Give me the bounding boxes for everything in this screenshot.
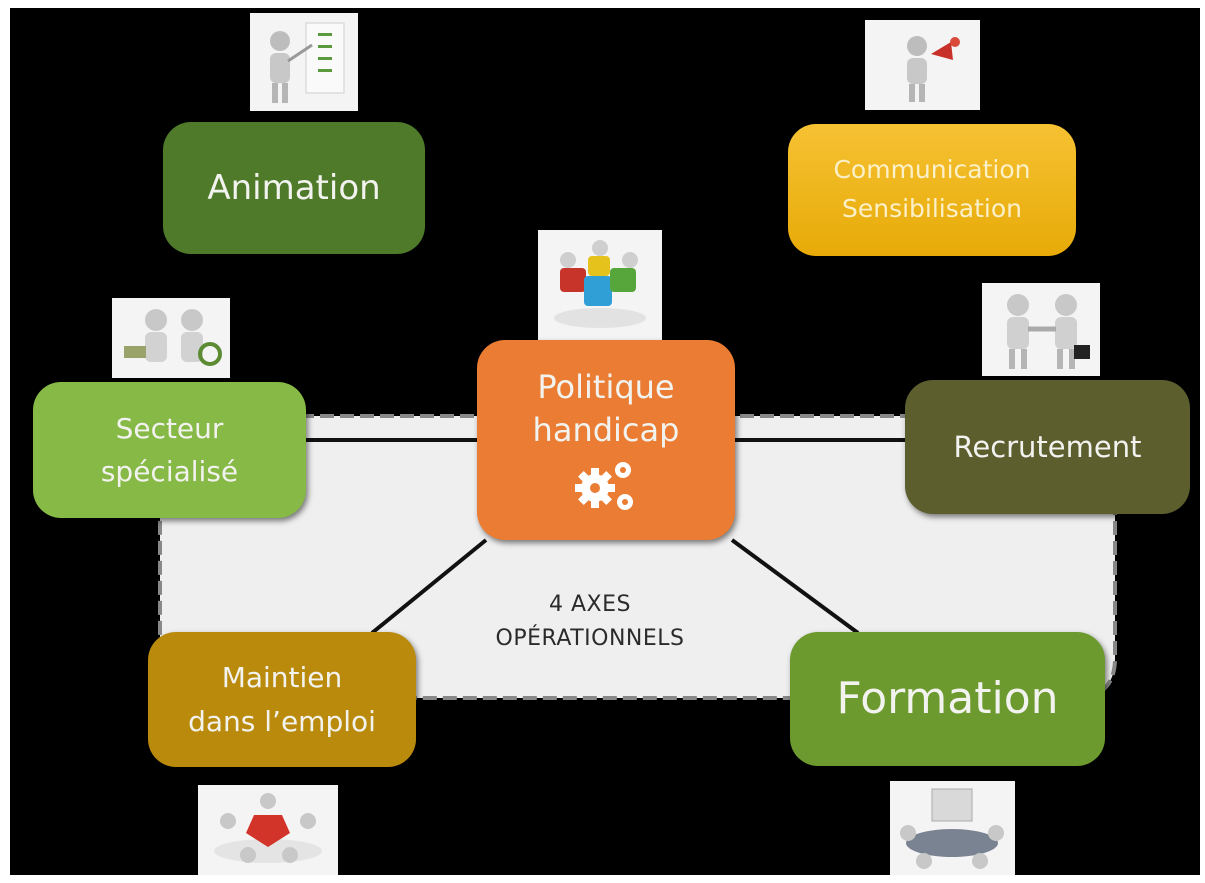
node-communication-line1: Communication [833,155,1031,185]
node-center-line1: Politique [537,367,675,406]
node-secteur-line1: Secteur [115,411,224,445]
node-center-line2: handicap [532,411,680,449]
group-meeting-icon [198,785,338,875]
node-maintien-line1: Maintien [221,661,343,695]
node-communication: Communication Sensibilisation [788,124,1076,256]
connector-maintien [370,538,488,635]
node-animation: Animation [163,122,425,254]
node-recrutement: Recrutement [905,380,1190,514]
megaphone-figure-icon [865,20,980,110]
node-secteur: Secteur spécialisé [33,382,306,518]
node-communication-line2: Sensibilisation [841,194,1022,223]
diagram-canvas: 4 AXES OPÉRATIONNELS [10,8,1200,875]
axes-label-line1: 4 AXES [549,592,631,617]
node-recrutement-label: Recrutement [953,429,1142,464]
training-table-icon [890,781,1015,875]
node-formation-label: Formation [836,672,1059,724]
handshake-icon [982,283,1100,376]
gears-icon [575,462,633,511]
puzzle-team-icon [538,230,662,340]
axes-label-line2: OPÉRATIONNELS [495,626,685,652]
node-maintien-line2: dans l’emploi [188,704,376,738]
node-formation: Formation [790,632,1105,766]
node-secteur-line2: spécialisé [100,455,239,488]
node-center: Politique handicap [477,340,735,540]
figures-money-icon [112,298,230,378]
axes-label: 4 AXES OPÉRATIONNELS [465,588,715,656]
node-animation-label: Animation [207,167,381,208]
node-maintien: Maintien dans l’emploi [148,632,416,767]
presenter-chart-icon [250,13,358,111]
connector-formation [730,538,860,635]
